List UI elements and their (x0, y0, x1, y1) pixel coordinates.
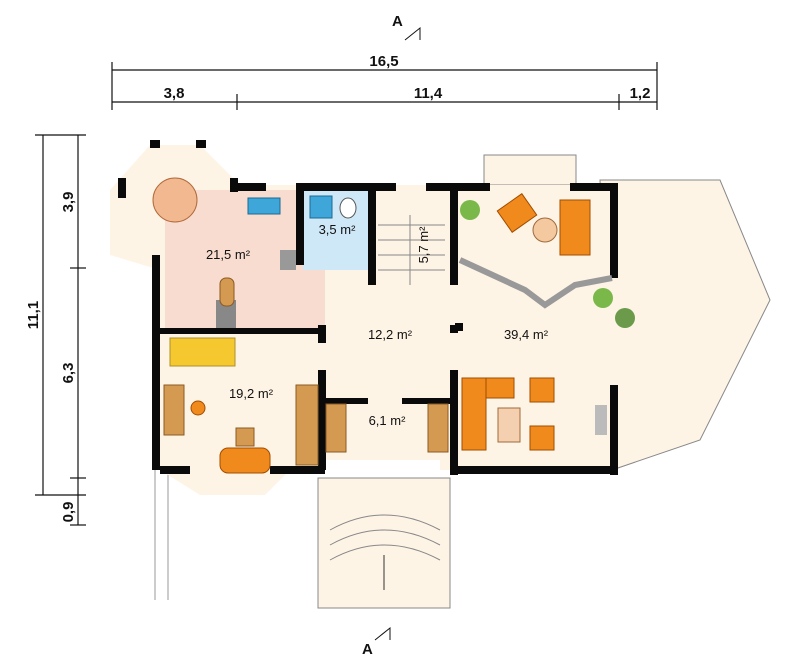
room-area-study: 19,2 m² (229, 386, 274, 401)
room-area-living: 39,4 m² (504, 327, 549, 342)
plant-icon (615, 308, 635, 328)
chair-icon (190, 400, 206, 416)
section-marker-bottom: A (362, 641, 373, 658)
wardrobe (295, 384, 319, 466)
fridge-icon (216, 300, 236, 328)
entrance-steps (154, 470, 451, 609)
railing (458, 257, 613, 309)
bed-icon (169, 337, 236, 367)
toilet-icon (339, 197, 357, 219)
dim-width-1: 3,8 (164, 85, 185, 102)
fireplace-icon (595, 405, 607, 435)
column (455, 323, 463, 331)
sofa-icon (461, 377, 487, 451)
dim-overall-width: 16,5 (369, 53, 398, 70)
balcony (483, 154, 577, 186)
dim-depth-3: 0,9 (60, 502, 77, 523)
room-area-kitchen: 21,5 m² (206, 247, 251, 262)
furniture (152, 177, 635, 474)
sink-icon (247, 197, 281, 215)
armchair-icon (219, 447, 271, 474)
desk-icon (163, 384, 185, 436)
staircase (378, 215, 445, 285)
plant-icon (593, 288, 613, 308)
room-area-bathroom: 3,5 m² (319, 222, 357, 237)
stove-icon (280, 250, 296, 270)
shower-icon (309, 195, 333, 219)
section-marker-top: A (392, 13, 403, 30)
dining-table (152, 177, 198, 223)
section-arrow-top (404, 26, 421, 41)
room-area-vestibule: 6,1 m² (369, 413, 407, 428)
dim-overall-depth: 11,1 (25, 301, 42, 329)
dim-depth-1: 3,9 (60, 192, 77, 213)
dimension-lines (35, 62, 658, 526)
walls (118, 140, 618, 475)
dim-depth-2: 6,3 (60, 363, 77, 384)
dim-width-2: 11,4 (414, 85, 443, 102)
room-area-hall: 12,2 m² (368, 327, 413, 342)
section-arrow-bottom (374, 626, 391, 641)
room-area-stairs: 5,7 m² (416, 226, 431, 264)
plant-icon (460, 200, 480, 220)
dim-width-3: 1,2 (630, 85, 651, 102)
coffee-table (497, 407, 521, 443)
